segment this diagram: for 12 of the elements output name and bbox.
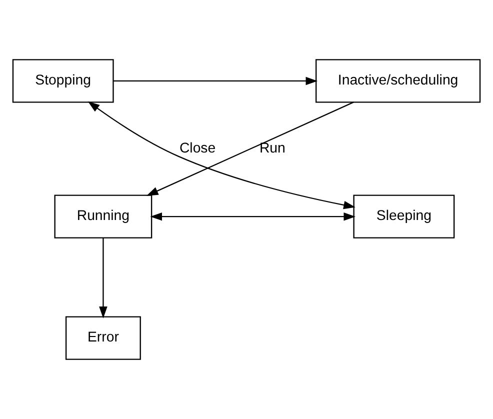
arrow [113,76,318,86]
arrow [146,102,354,196]
arrow [99,238,108,318]
node-box: Sleeping [353,194,455,238]
node-box: Stopping [12,59,114,103]
arrow [150,212,356,221]
edge-label: Run [259,139,286,156]
node-box: Inactive/scheduling [316,59,481,103]
node-box: Running [54,194,152,238]
node-box: Error [65,316,141,360]
arrow [88,101,356,210]
edge-label: Close [179,139,216,156]
